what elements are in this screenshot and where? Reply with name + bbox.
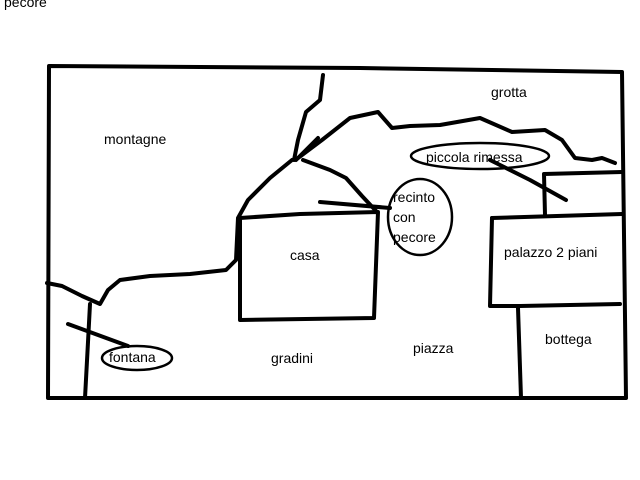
ridge-line bbox=[292, 73, 325, 162]
label-recinto-1: recinto bbox=[393, 189, 435, 205]
fountain-line bbox=[66, 322, 130, 348]
label-palazzo: palazzo 2 piani bbox=[504, 244, 597, 260]
caption-text: pecore bbox=[4, 0, 47, 10]
hill-slope-line bbox=[301, 158, 379, 214]
fountain-side-line bbox=[83, 302, 92, 400]
label-grotta: grotta bbox=[491, 84, 527, 100]
fountain-oval bbox=[100, 344, 174, 372]
label-recinto-3: pecore bbox=[393, 229, 436, 245]
label-piazza: piazza bbox=[413, 340, 454, 356]
label-gradini: gradini bbox=[271, 350, 313, 366]
shed-line bbox=[488, 158, 568, 202]
bottega-left-wall bbox=[516, 306, 523, 400]
label-bottega: bottega bbox=[545, 331, 592, 347]
fence-stick bbox=[318, 200, 392, 210]
cave-boundary-line bbox=[296, 110, 617, 165]
shed-oval bbox=[409, 141, 551, 171]
palazzo-outline bbox=[490, 212, 624, 220]
label-piccola-rimessa: piccola rimessa bbox=[426, 149, 523, 165]
label-montagne: montagne bbox=[104, 131, 166, 147]
house-outline bbox=[238, 210, 380, 322]
sheep-pen-oval bbox=[386, 177, 454, 257]
label-recinto-2: con bbox=[393, 209, 416, 225]
palazzo-left-wall bbox=[488, 216, 622, 308]
path-to-house bbox=[45, 158, 294, 306]
label-casa: casa bbox=[290, 247, 320, 263]
map-border bbox=[46, 64, 628, 400]
label-fontana: fontana bbox=[109, 349, 156, 365]
right-shed-box bbox=[542, 170, 624, 217]
